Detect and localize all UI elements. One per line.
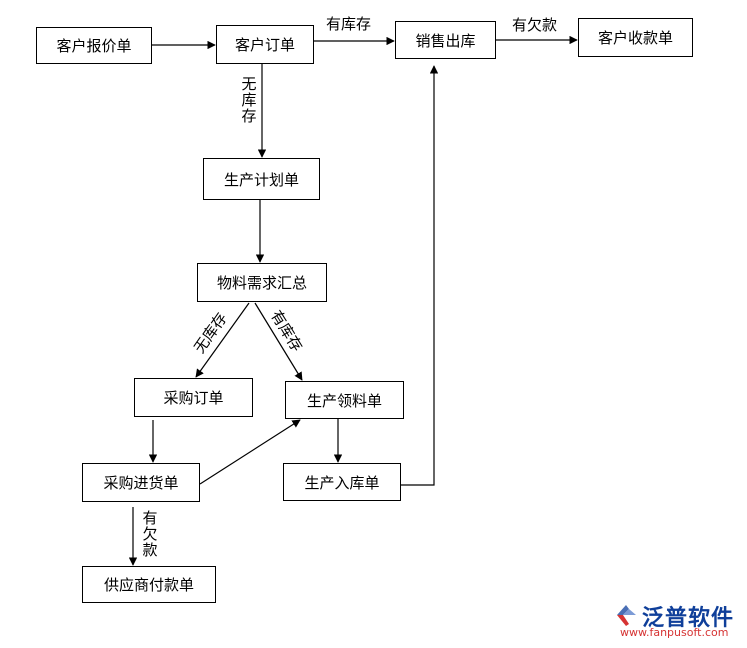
node-purchase-order: 采购订单	[134, 378, 253, 417]
label-has-arrears-char-1: 有	[142, 509, 158, 527]
label-has-stock-top: 有库存	[326, 15, 372, 33]
label-no-stock-vertical: 无 库 存	[241, 76, 257, 124]
node-material-requisition: 生产领料单	[285, 381, 404, 419]
edge-production-in-to-sales-out	[401, 65, 439, 486]
node-purchase-receipt: 采购进货单	[82, 463, 200, 502]
node-production-plan: 生产计划单	[203, 158, 320, 200]
label-no-stock-char-1: 无	[241, 75, 257, 93]
node-production-in: 生产入库单	[283, 463, 401, 501]
node-customer-receipt: 客户收款单	[578, 18, 693, 57]
label-has-arrears-char-2: 欠	[142, 525, 158, 543]
label-has-arrears-vertical: 有 欠 款	[142, 510, 158, 558]
brand-logo: 泛普软件 www.fanpusoft.com	[614, 600, 742, 642]
label-has-arrears-char-3: 款	[142, 541, 158, 559]
logo-name: 泛普软件	[642, 606, 735, 631]
node-supplier-payment: 供应商付款单	[82, 566, 216, 603]
logo-mark-icon	[617, 605, 636, 626]
logo-url: www.fanpusoft.com	[620, 626, 729, 639]
label-no-stock-char-3: 存	[241, 107, 257, 125]
node-sales-out: 销售出库	[395, 21, 496, 59]
edge-summary-to-purchase	[195, 302, 250, 378]
label-has-arrears-top: 有欠款	[512, 16, 558, 34]
node-material-summary: 物料需求汇总	[197, 263, 327, 302]
edge-receipt-to-requisition	[199, 419, 301, 485]
node-customer-quote: 客户报价单	[36, 27, 152, 64]
label-no-stock-char-2: 库	[241, 91, 257, 109]
edge-summary-to-requisition	[254, 302, 303, 381]
node-customer-order: 客户订单	[216, 25, 314, 64]
